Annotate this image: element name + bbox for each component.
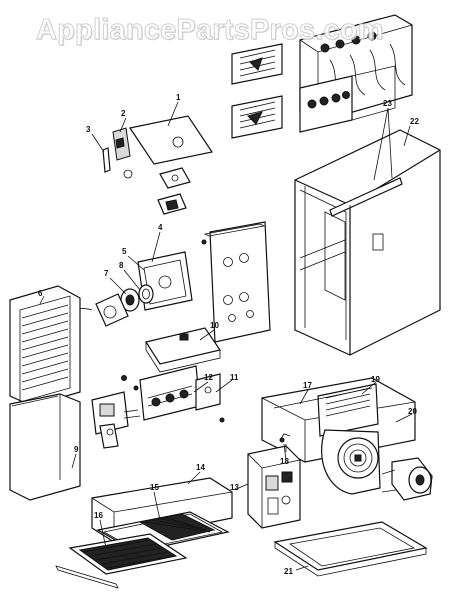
callout-1: 1 xyxy=(176,93,181,102)
callout-8: 8 xyxy=(119,261,124,270)
bottom-filter-rack xyxy=(55,477,233,589)
callout-6: 6 xyxy=(38,289,43,298)
callout-9: 9 xyxy=(74,445,79,454)
blower-assembly xyxy=(261,377,433,501)
callout-17: 17 xyxy=(303,381,312,390)
upper-door xyxy=(9,285,81,407)
callout-13: 13 xyxy=(230,483,239,492)
callout-20: 20 xyxy=(408,407,417,416)
burner-panel xyxy=(201,221,271,343)
callout-11: 11 xyxy=(230,373,239,382)
callout-15: 15 xyxy=(150,483,159,492)
callout-23: 23 xyxy=(383,99,392,108)
callout-19: 19 xyxy=(371,375,380,384)
top-panel-and-limit-switch xyxy=(102,115,213,215)
callout-12: 12 xyxy=(204,373,213,382)
lower-door xyxy=(9,393,81,501)
flue-collector-panels xyxy=(231,43,283,139)
callout-7: 7 xyxy=(104,269,109,278)
callout-4: 4 xyxy=(158,223,163,232)
bottom-plate xyxy=(273,521,428,577)
callout-14: 14 xyxy=(196,463,205,472)
callout-5: 5 xyxy=(122,247,127,256)
burners xyxy=(121,365,225,423)
cabinet xyxy=(294,129,441,356)
callout-18: 18 xyxy=(280,457,289,466)
gas-valve xyxy=(91,391,141,449)
heat-exchanger xyxy=(299,14,413,133)
leader-lines xyxy=(39,101,413,571)
inducer-assembly xyxy=(65,251,193,327)
callout-16: 16 xyxy=(94,511,103,520)
callout-10: 10 xyxy=(210,321,219,330)
callout-3: 3 xyxy=(86,125,91,134)
control-bracket xyxy=(145,327,221,373)
control-box xyxy=(247,433,301,529)
callout-21: 21 xyxy=(284,567,293,576)
callout-labels: 1 2 3 4 5 6 7 8 9 10 11 12 13 14 15 16 1… xyxy=(38,93,419,576)
callout-2: 2 xyxy=(121,109,126,118)
callout-22: 22 xyxy=(410,117,419,126)
